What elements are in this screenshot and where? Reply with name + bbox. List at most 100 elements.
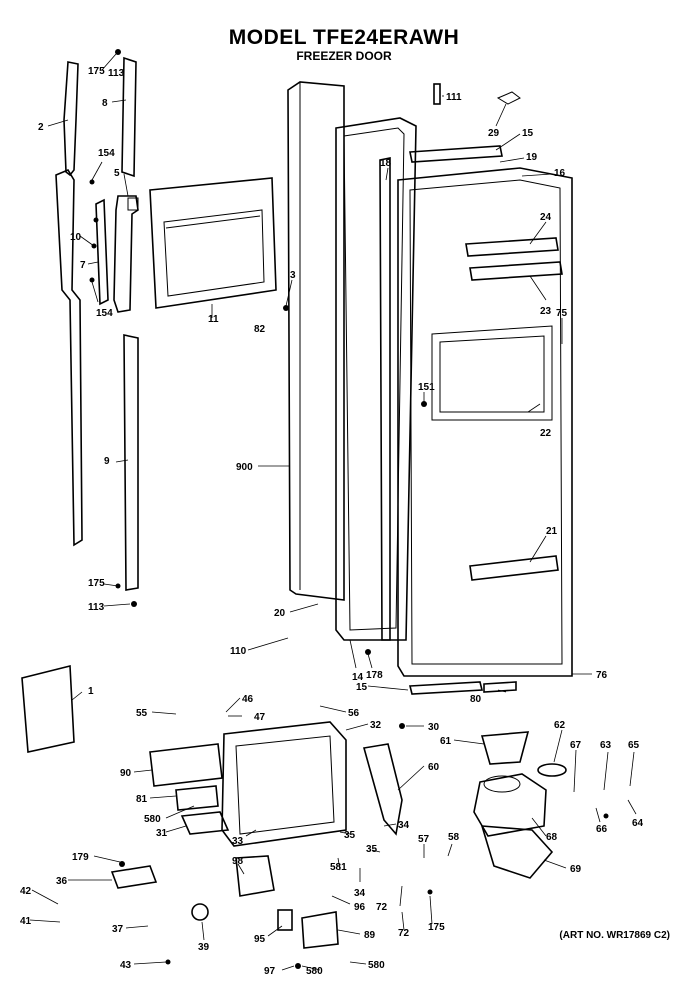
door-gasket-14 [335, 117, 417, 641]
callout: 113 [108, 68, 125, 79]
callout: 65 [628, 740, 640, 751]
callout: 60 [428, 762, 440, 773]
callout: 46 [242, 694, 254, 705]
callout: 30 [428, 722, 440, 733]
grille-31 [180, 811, 230, 835]
art-number: (ART NO. WR17869 C2) [559, 930, 670, 941]
callout: 43 [120, 960, 132, 971]
hinge-bracket-5 [113, 195, 139, 313]
diagram-title: MODEL TFE24ERAWH [228, 26, 460, 49]
callout: 57 [418, 834, 430, 845]
callout: 62 [554, 720, 566, 731]
callout: 42 [20, 886, 32, 897]
callout: 580 [144, 814, 161, 825]
callout: 37 [112, 924, 124, 935]
callout: 1 [88, 686, 94, 697]
callout: 21 [546, 526, 558, 537]
part-81 [175, 785, 219, 811]
callout: 111 [446, 92, 462, 103]
callout: 72 [398, 928, 410, 939]
hardware-dots [89, 49, 609, 969]
callout: 72 [376, 902, 388, 913]
trim-80 [483, 681, 517, 693]
callout: 24 [540, 212, 552, 223]
callout: 98 [232, 856, 244, 867]
auger-61 [480, 731, 530, 765]
callout: 35 [366, 844, 378, 855]
callout: 154 [96, 308, 113, 319]
liner-strip-18 [379, 157, 391, 641]
strip-9 [123, 334, 139, 591]
callout-labels: 175 113 8 2 154 5 10 7 154 3 82 11 9 175… [20, 66, 644, 977]
manual-1 [21, 664, 75, 753]
callout: 8 [102, 98, 108, 109]
motor-68 [473, 773, 547, 837]
callout: 61 [440, 736, 452, 747]
shelf-bar-21 [469, 555, 559, 581]
callout: 96 [354, 902, 366, 913]
callout: 55 [136, 708, 148, 719]
callout: 47 [254, 712, 266, 723]
callout: 7 [80, 260, 86, 271]
callout: 15 [522, 128, 534, 139]
callout: 89 [364, 930, 376, 941]
door-gasket-strip-2 [55, 61, 83, 547]
callout: 5 [114, 168, 120, 179]
callout: 3 [290, 270, 296, 281]
dispenser-housing-32 [221, 721, 347, 847]
part-90 [149, 743, 223, 787]
callout: 68 [546, 832, 558, 843]
part-95 [277, 909, 293, 931]
callout: 29 [488, 128, 500, 139]
callout: 41 [20, 916, 32, 927]
callout: 80 [470, 694, 482, 705]
callout: 179 [72, 852, 89, 863]
callout: 56 [348, 708, 360, 719]
mullion-strip-7 [95, 198, 109, 306]
callout: 22 [540, 428, 552, 439]
callout: 178 [366, 670, 383, 681]
disc-62 [537, 763, 567, 777]
callout: 20 [274, 608, 286, 619]
callout: 175 [88, 66, 105, 77]
callout: 66 [596, 824, 608, 835]
callout: 97 [264, 966, 276, 977]
part-111 [433, 83, 441, 105]
callout: 580 [368, 960, 385, 971]
bottom-trim-15 [408, 681, 484, 695]
top-trim-15 [409, 145, 503, 163]
shelf-bar-23 [469, 261, 563, 281]
callout: 2 [38, 122, 44, 133]
hinge-strip-8 [121, 56, 137, 178]
callout: 31 [156, 828, 168, 839]
callout: 90 [120, 768, 132, 779]
bracket-60 [362, 743, 403, 836]
callout: 35 [344, 830, 356, 841]
callout: 95 [254, 934, 266, 945]
callout: 36 [56, 876, 68, 887]
callout: 39 [198, 942, 210, 953]
callout: 32 [370, 720, 382, 731]
callout: 14 [352, 672, 364, 683]
door-liner [397, 167, 573, 677]
callout: 82 [254, 324, 266, 335]
callout: 175 [88, 578, 105, 589]
callout: 110 [230, 646, 247, 657]
callout: 19 [526, 152, 538, 163]
callout: 11 [208, 314, 219, 325]
callout: 58 [448, 832, 460, 843]
solenoid-98 [235, 855, 275, 897]
callout: 69 [570, 864, 582, 875]
callout: 16 [554, 168, 566, 179]
callout: 64 [632, 818, 644, 829]
callout: 10 [70, 232, 82, 243]
callout: 67 [570, 740, 582, 751]
callout: 580 [306, 966, 323, 977]
callout: 900 [236, 462, 253, 473]
callout: 34 [354, 888, 366, 899]
inner-panel-11 [149, 177, 277, 309]
callout: 18 [380, 158, 392, 169]
bracket-36 [110, 865, 158, 889]
callout: 81 [136, 794, 148, 805]
